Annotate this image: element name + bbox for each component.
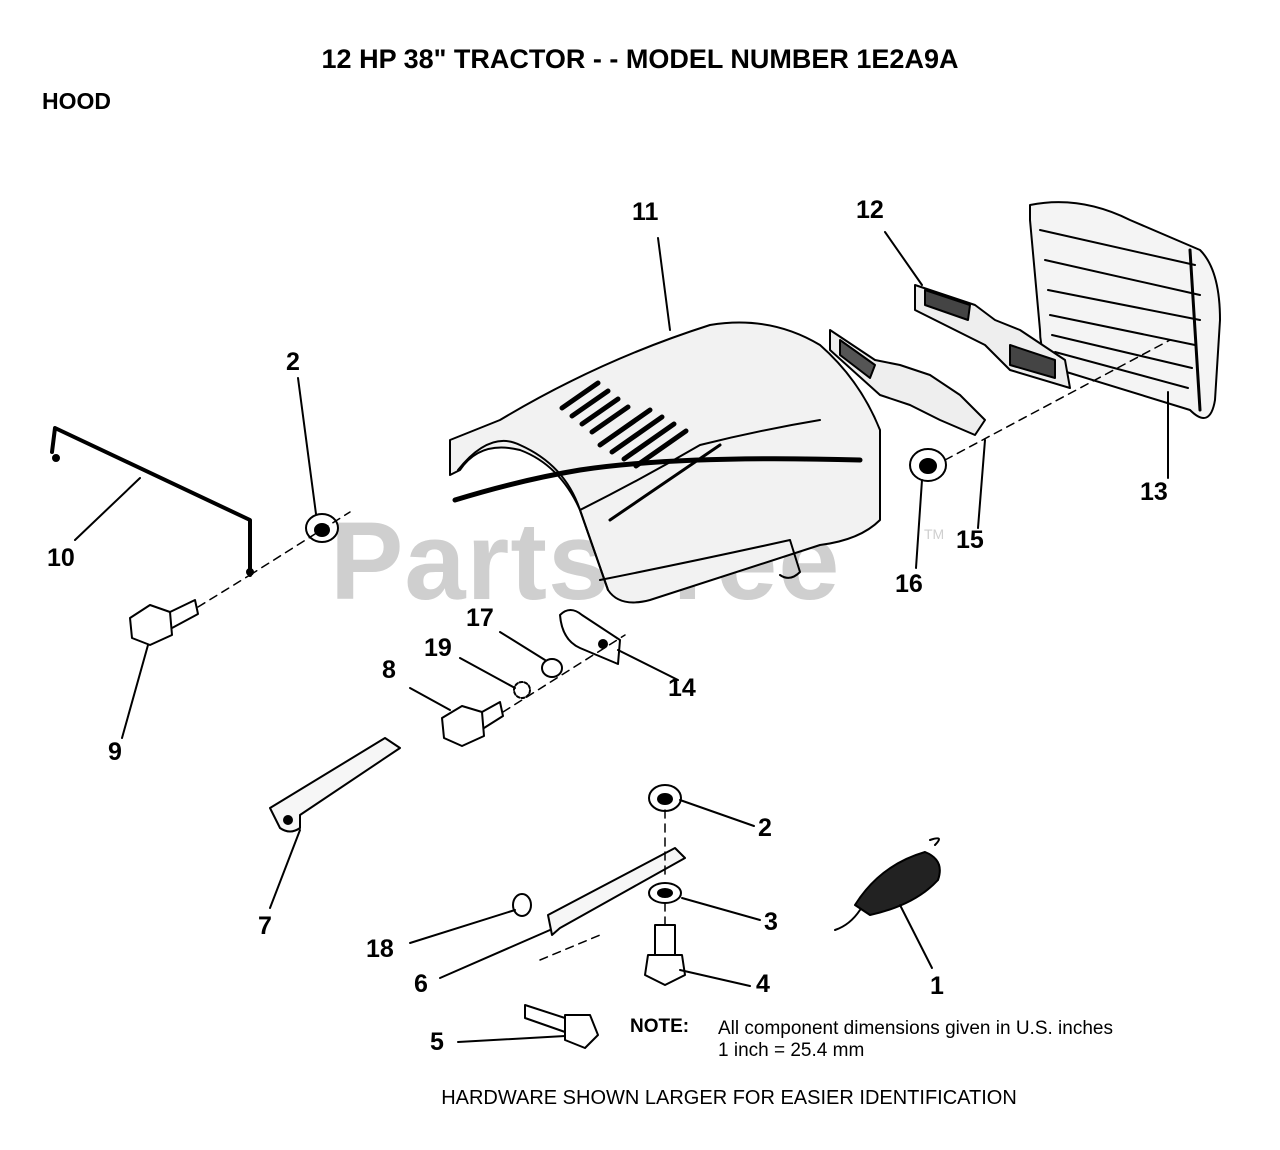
callout-17: 17	[466, 604, 494, 632]
bolt-part	[129, 599, 199, 646]
callout-14: 14	[668, 674, 696, 702]
section-title: HOOD	[42, 88, 111, 114]
callout-2-upper: 2	[286, 348, 300, 376]
callout-6: 6	[414, 970, 428, 998]
note-line-1: All component dimensions given in U.S. i…	[718, 1018, 1113, 1039]
callout-15: 15	[956, 526, 984, 554]
callout-8: 8	[382, 656, 396, 684]
hood-part	[449, 321, 881, 604]
callout-11: 11	[632, 198, 659, 226]
nut-part	[648, 784, 682, 812]
callout-5: 5	[430, 1028, 444, 1056]
hardware-footnote-text: HARDWARE SHOWN LARGER FOR EASIER IDENTIF…	[441, 1087, 1017, 1109]
bolt-part	[524, 1004, 599, 1049]
callout-10: 10	[47, 544, 75, 572]
grille-part	[1029, 201, 1221, 419]
callout-18: 18	[366, 935, 394, 963]
lock-washer-part	[513, 681, 531, 699]
nut-part	[305, 513, 339, 543]
callout-12: 12	[856, 196, 884, 224]
hinge-bracket-part	[269, 737, 401, 833]
washer-part	[541, 658, 563, 678]
note-line-2: 1 inch = 25.4 mm	[718, 1040, 865, 1061]
spring-part	[834, 837, 941, 931]
callout-9: 9	[108, 738, 122, 766]
callout-13: 13	[1140, 478, 1168, 506]
callout-2-lower: 2	[758, 814, 772, 842]
callout-1: 1	[930, 972, 944, 1000]
grille-bracket-upper	[914, 284, 1071, 389]
note-label: NOTE:	[630, 1016, 690, 1037]
bolt-part	[644, 924, 686, 986]
callout-7: 7	[258, 912, 272, 940]
callout-16: 16	[895, 570, 923, 598]
callout-4: 4	[756, 970, 770, 998]
callout-3: 3	[764, 908, 778, 936]
hood-clip-part	[559, 609, 621, 665]
hardware-footnote: HARDWARE SHOWN LARGER FOR EASIER IDENTIF…	[0, 1087, 1230, 1110]
callout-19: 19	[424, 634, 452, 662]
nut-part	[909, 448, 947, 482]
hood-rod-part	[50, 426, 252, 577]
strap-part	[547, 847, 686, 936]
page-title: 12 HP 38" TRACTOR - - MODEL NUMBER 1E2A9…	[321, 44, 959, 74]
grille-bracket-lower	[829, 329, 986, 436]
watermark-tm: TM	[924, 526, 945, 542]
bolt-part	[441, 701, 504, 747]
washer-part	[512, 893, 532, 917]
